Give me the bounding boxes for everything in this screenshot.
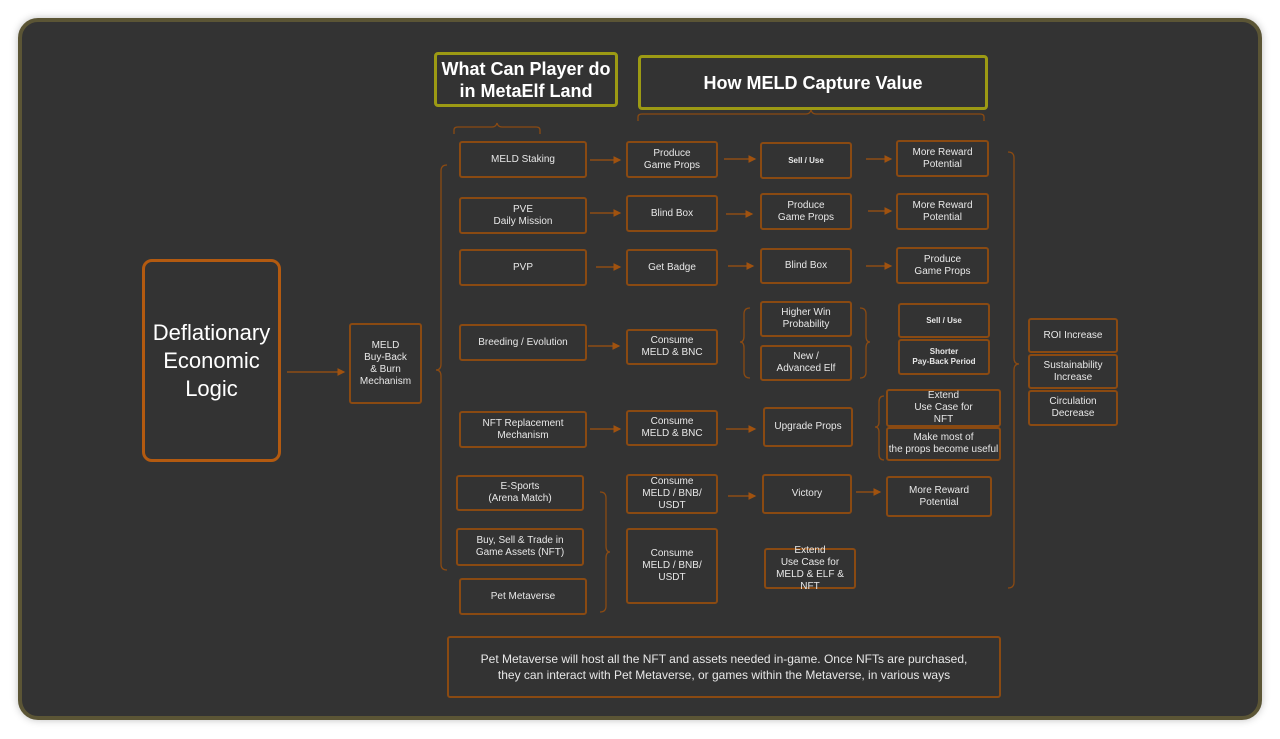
step1-consume-meld-bnb-usdt: Consume MELD / BNB/ USDT — [626, 528, 718, 604]
step2-extend-use-case: Extend Use Case for MELD & ELF & NFT — [764, 545, 856, 592]
step2-produce-props: Produce Game Props — [760, 193, 852, 230]
buyback-burn-mechanism: MELD Buy-Back & Burn Mechanism — [349, 323, 422, 404]
activity-pvp: PVP — [459, 249, 587, 286]
brace — [874, 395, 885, 461]
step1-consume-meld-bnc: Consume MELD & BNC — [626, 410, 718, 446]
step1-get-badge: Get Badge — [626, 249, 718, 286]
step1-consume-meld-bnc: Consume MELD & BNC — [626, 329, 718, 365]
step1-blind-box: Blind Box — [626, 195, 718, 232]
brace — [1007, 151, 1020, 589]
brace — [637, 109, 985, 121]
step3-props-useful: Make most of the props become useful — [886, 427, 1001, 461]
step3-shorter-payback: Shorter Pay-Back Period — [898, 339, 990, 375]
activity-pet-metaverse: Pet Metaverse — [459, 578, 587, 615]
step2-victory: Victory — [762, 474, 852, 514]
step3-more-reward: More Reward Potential — [896, 193, 989, 230]
header-player-actions: What Can Player do in MetaElf Land — [434, 52, 618, 107]
pet-metaverse-note: Pet Metaverse will host all the NFT and … — [447, 636, 1001, 698]
step2-blind-box: Blind Box — [760, 248, 852, 284]
outcome-circulation: Circulation Decrease — [1028, 390, 1118, 426]
outcome-sustainability: Sustainability Increase — [1028, 354, 1118, 389]
activity-breeding: Breeding / Evolution — [459, 324, 587, 361]
step2-higher-win: Higher Win Probability — [760, 301, 852, 337]
activity-meld-staking: MELD Staking — [459, 141, 587, 178]
step2-sell-use: Sell / Use — [760, 142, 852, 179]
brace — [859, 307, 871, 379]
activity-pve: PVE Daily Mission — [459, 197, 587, 234]
step2-upgrade-props: Upgrade Props — [763, 407, 853, 447]
step3-more-reward: More Reward Potential — [886, 476, 992, 517]
step3-extend-nft: Extend Use Case for NFT — [886, 389, 1001, 427]
header-meld-value: How MELD Capture Value — [638, 55, 988, 110]
brace — [599, 491, 611, 613]
step1-produce-props: Produce Game Props — [626, 141, 718, 178]
step3-more-reward: More Reward Potential — [896, 140, 989, 177]
activity-nft-replacement: NFT Replacement Mechanism — [459, 411, 587, 448]
activity-esports: E-Sports (Arena Match) — [456, 475, 584, 511]
brace — [453, 122, 541, 134]
activity-trade-assets: Buy, Sell & Trade in Game Assets (NFT) — [456, 528, 584, 566]
root-deflationary-logic: Deflationary Economic Logic — [142, 259, 281, 462]
step3-produce-props: Produce Game Props — [896, 247, 989, 284]
step1-consume-meld-bnb-usdt: Consume MELD / BNB/ USDT — [626, 474, 718, 514]
brace — [739, 307, 751, 379]
step3-sell-use: Sell / Use — [898, 303, 990, 338]
outcome-roi: ROI Increase — [1028, 318, 1118, 353]
step2-advanced-elf: New / Advanced Elf — [760, 345, 852, 381]
brace — [435, 164, 448, 571]
